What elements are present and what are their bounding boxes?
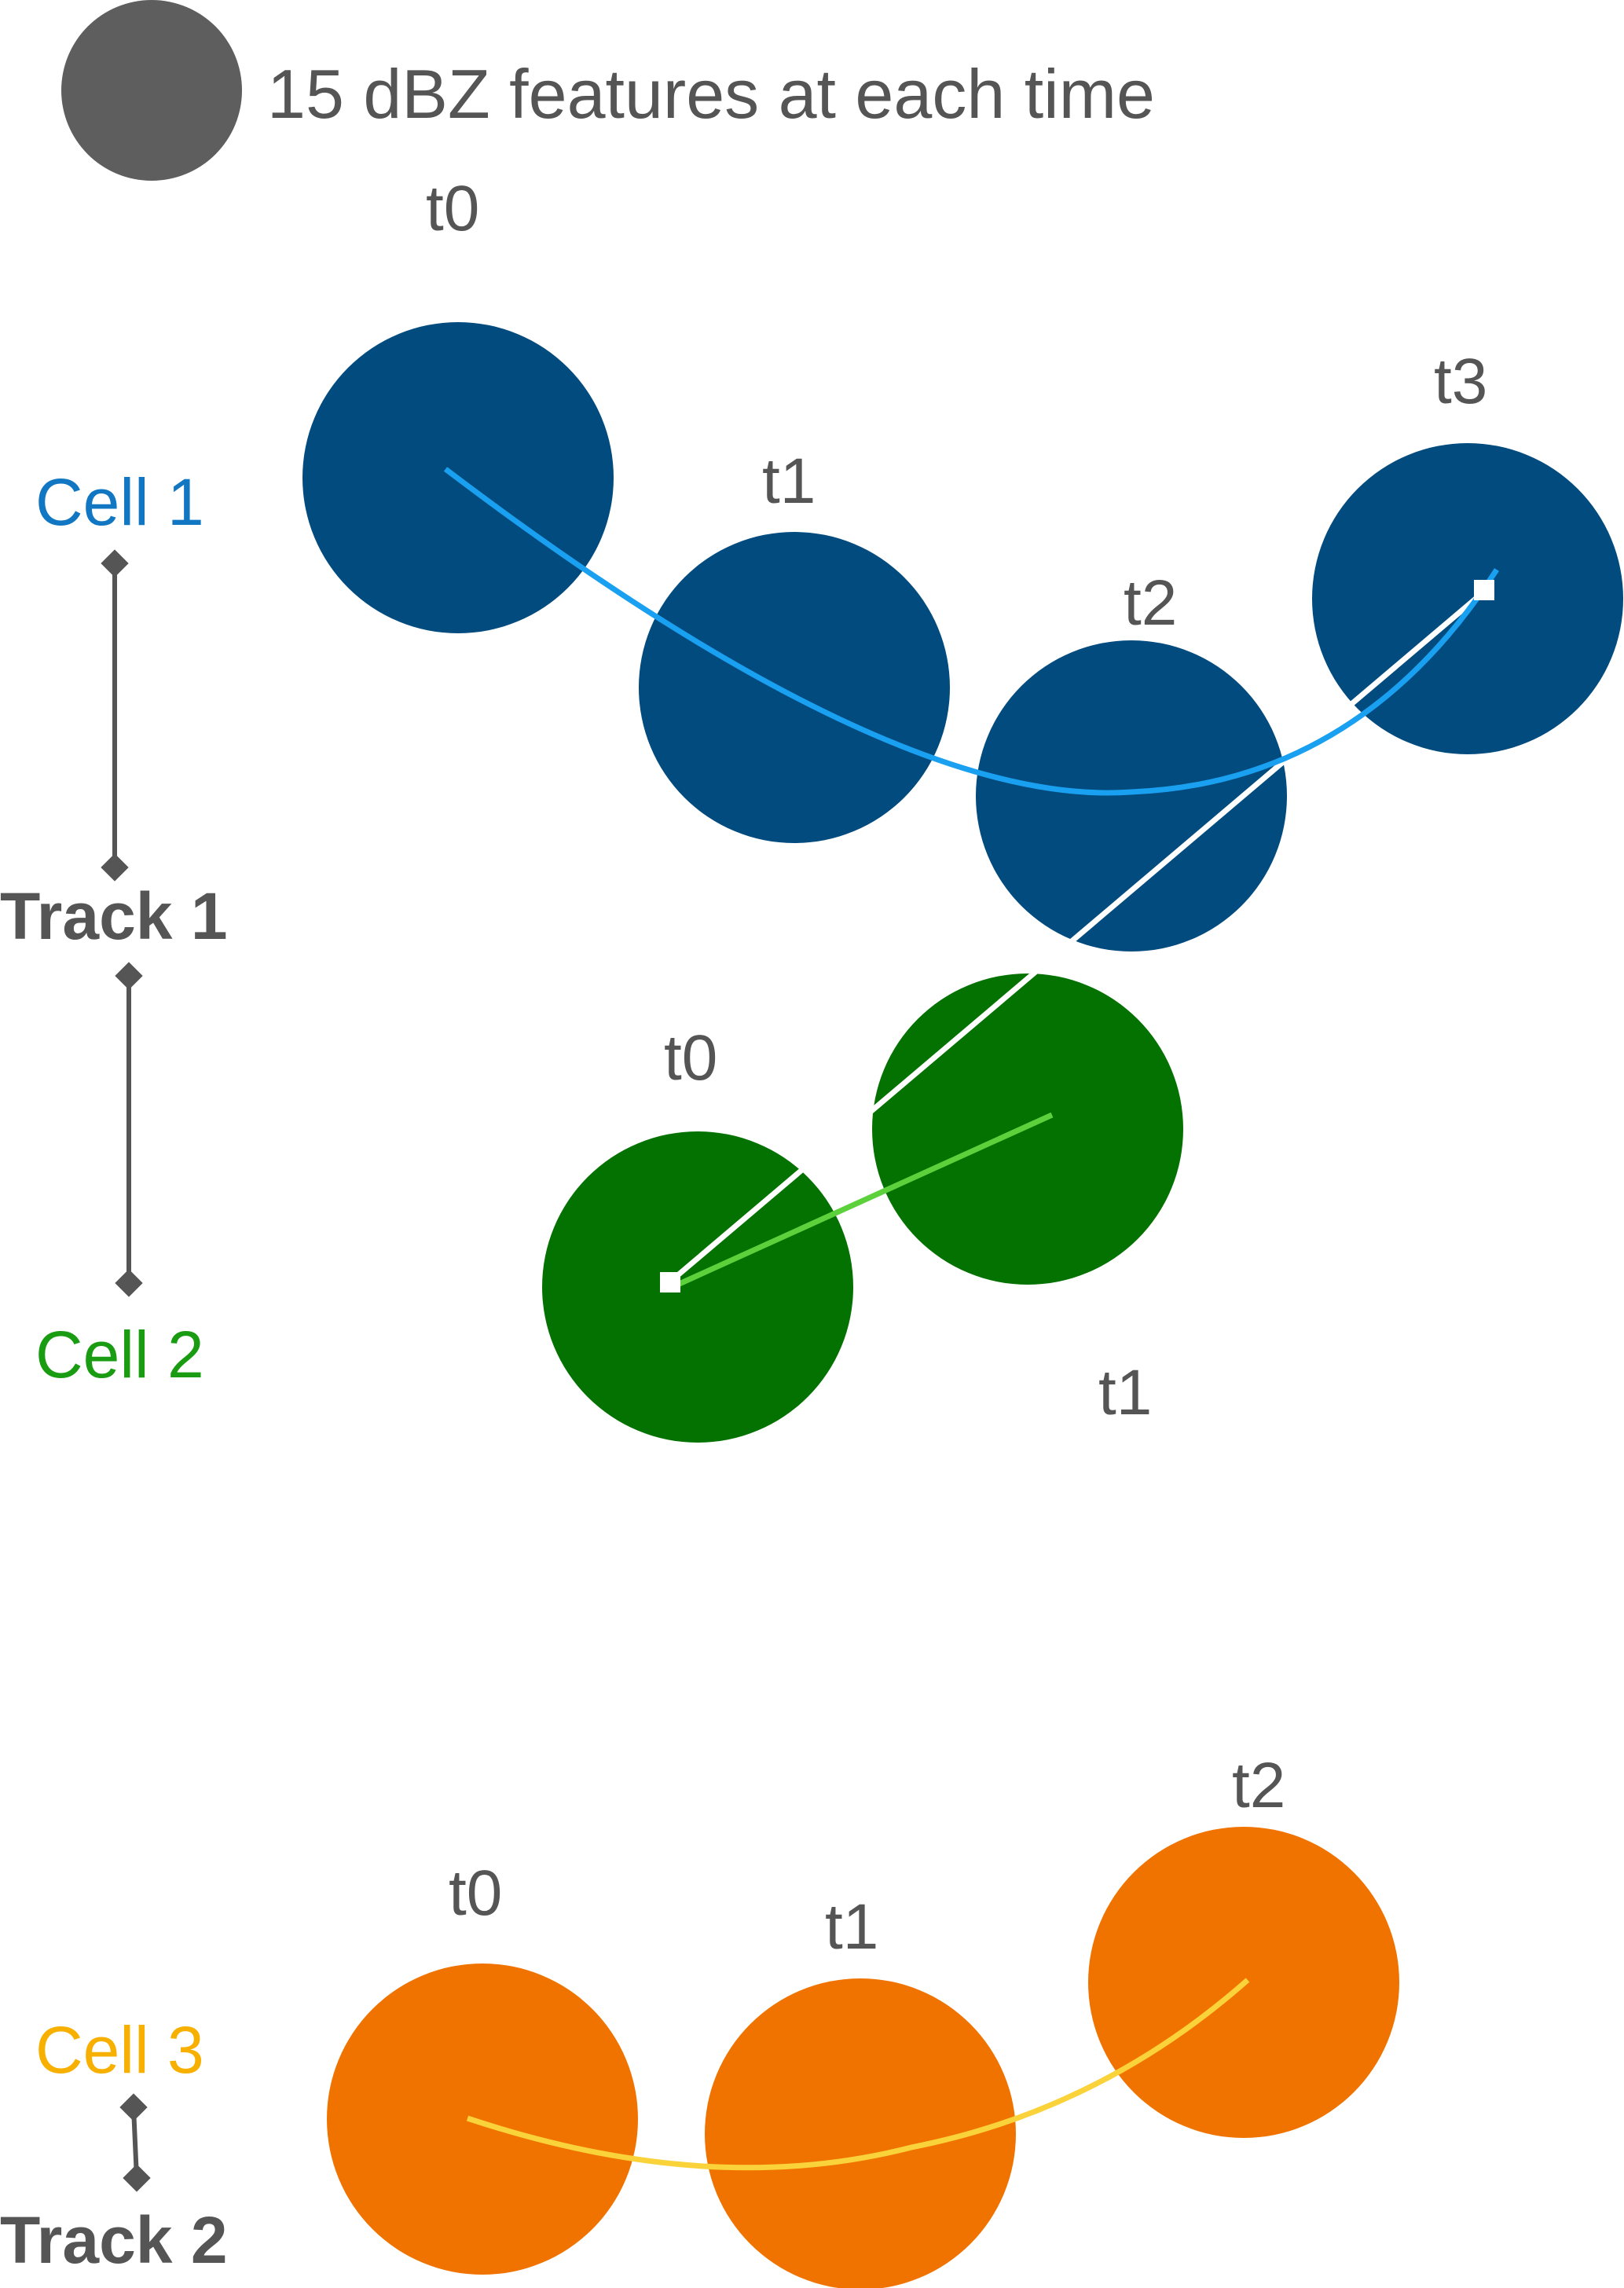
- cell-1-time-t2: t2: [1124, 567, 1177, 639]
- cell-3-track-line-visible: [466, 1978, 1250, 2171]
- cell-1-time-t0: t0: [426, 173, 479, 244]
- split-line: [667, 588, 1487, 1285]
- track-1-label: Track 1: [0, 879, 228, 953]
- track-2-label: Track 2: [0, 2203, 228, 2277]
- cell-3-time-t0: t0: [449, 1857, 502, 1929]
- legend-feature-dot: [61, 0, 242, 181]
- cell-1-feature-t1: [639, 532, 950, 843]
- track-1-cell-2-connector: [115, 962, 143, 1297]
- cell-1-track-line: [443, 467, 1499, 796]
- cell-1-time-t3: t3: [1434, 346, 1487, 417]
- cell-2-time-t1: t1: [1098, 1357, 1152, 1428]
- cell-1-feature-t3: [1312, 443, 1623, 754]
- cell-1-label: Cell 1: [35, 465, 204, 539]
- cell-3-label: Cell 3: [35, 2013, 204, 2087]
- cell-2-features: [542, 974, 1183, 1443]
- cell-1-end-marker: [1474, 580, 1494, 600]
- cell-1-track-1-connector: [101, 549, 129, 882]
- cell-1-feature-t2: [976, 640, 1287, 952]
- cell-3-time-t2: t2: [1232, 1750, 1285, 1821]
- cell-3-track-2-connector: [119, 2093, 151, 2192]
- cell-1-features: [302, 322, 1623, 952]
- cell-2-feature-t1: [872, 974, 1183, 1285]
- cell-2-feature-t0: [542, 1131, 853, 1443]
- cell-3-feature-t0: [327, 1964, 638, 2275]
- cell-1-time-t1: t1: [762, 446, 816, 517]
- legend-label: 15 dBZ features at each time: [267, 55, 1155, 133]
- cell-3-feature-t1: [705, 1978, 1016, 2288]
- cell-2-label: Cell 2: [35, 1318, 204, 1392]
- cell-3-time-t1: t1: [825, 1891, 878, 1963]
- cell-2-track-line: [673, 1112, 1054, 1289]
- cell-2-time-t0: t0: [664, 1022, 717, 1094]
- cell-2-start-marker: [660, 1272, 680, 1292]
